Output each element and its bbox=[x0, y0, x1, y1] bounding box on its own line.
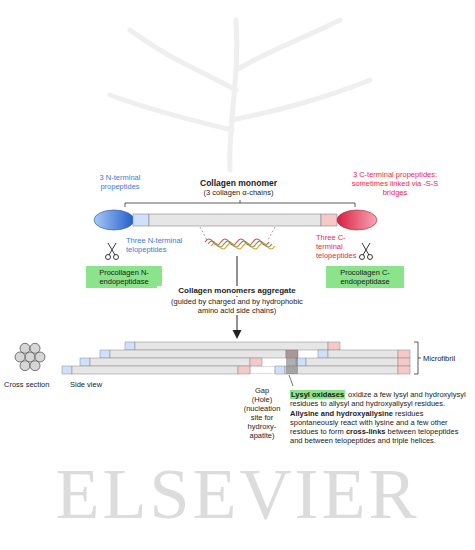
watermark-branch bbox=[236, 20, 340, 70]
watermark-branch bbox=[230, 20, 237, 170]
scissors-blade bbox=[362, 243, 370, 255]
rod-c-end bbox=[398, 358, 410, 366]
n-telopeptide bbox=[133, 214, 149, 226]
cross-link-region bbox=[286, 350, 298, 374]
node-title: Procollagen N-endopeptidase bbox=[89, 268, 159, 286]
annotation-label: Gap bbox=[240, 386, 284, 395]
node-title: Procollagen C-endopeptidase bbox=[329, 268, 401, 286]
scissors-ring bbox=[368, 255, 373, 260]
fibril-circle bbox=[25, 352, 35, 362]
rod-body bbox=[110, 350, 286, 358]
rod-c-end bbox=[250, 358, 262, 366]
fibril-circle bbox=[20, 361, 30, 371]
rod-body bbox=[328, 350, 398, 358]
fibril-circle bbox=[35, 352, 45, 362]
annotation-label: Collagen monomers aggregate bbox=[157, 286, 317, 296]
rod-body bbox=[72, 366, 238, 374]
node-title: Lysyl oxidases bbox=[291, 390, 344, 399]
watermark-text: ELSEVIER bbox=[0, 458, 475, 530]
microfibril-rods bbox=[62, 342, 410, 374]
rod-c-end bbox=[328, 342, 340, 350]
enzyme-box: Procollagen N-endopeptidase bbox=[86, 266, 162, 288]
alpha-chain bbox=[211, 243, 275, 249]
annotation-label: (nucleation site for hydroxy-apatite) bbox=[240, 404, 284, 440]
zoom-lines bbox=[200, 227, 275, 240]
gap-hole bbox=[251, 367, 275, 374]
n-propeptide bbox=[94, 210, 134, 230]
fibril-circle bbox=[20, 343, 30, 353]
watermark-ornament bbox=[110, 20, 370, 170]
rod-n-end bbox=[275, 366, 285, 374]
c-propeptide bbox=[337, 210, 377, 230]
enzyme-highlight: Lysyl oxidases bbox=[290, 390, 345, 399]
scissors-ring bbox=[360, 255, 365, 260]
annotation-label: 3 C-terminal propeptides; sometimes link… bbox=[343, 170, 447, 197]
rod-n-end bbox=[318, 350, 328, 358]
rod-n-end bbox=[80, 358, 90, 366]
annotation-paragraph: Allysine and hydroxyallysine residues sp… bbox=[290, 409, 468, 445]
leader-line bbox=[289, 375, 293, 386]
watermark-branch bbox=[110, 95, 232, 130]
rod-n-end bbox=[62, 366, 72, 374]
microfibril-bracket bbox=[414, 342, 421, 374]
fibril-circle bbox=[15, 352, 25, 362]
scissors-ring bbox=[106, 255, 111, 260]
watermark-branch bbox=[232, 80, 370, 120]
rod-body bbox=[285, 366, 398, 374]
rod-n-end bbox=[100, 350, 110, 358]
rod-body bbox=[135, 342, 328, 350]
annotation-label: (Hole) bbox=[240, 395, 284, 404]
rod-c-end bbox=[398, 350, 410, 358]
enzyme-box: Procollagen C-endopeptidase bbox=[326, 266, 404, 288]
annotation-label: (guided by charged and by hydrophobic am… bbox=[162, 297, 312, 315]
rod-body bbox=[306, 358, 398, 366]
watermark-branch bbox=[130, 30, 236, 90]
node-subtitle: (3 collagen α-chains) bbox=[150, 188, 327, 197]
emphasis-text: cross-links bbox=[346, 427, 386, 436]
emphasis-text: Allysine and hydroxyallysine bbox=[290, 409, 393, 418]
annotation-label: Three C-terminal telopeptides bbox=[316, 233, 360, 260]
annotation-label: Cross section bbox=[4, 380, 66, 389]
scissors-blade bbox=[108, 243, 116, 255]
arrow-head bbox=[233, 330, 242, 339]
rod-body bbox=[90, 358, 250, 366]
triple-helix-rod bbox=[149, 214, 321, 226]
fibril-circle bbox=[30, 361, 40, 371]
c-telopeptide bbox=[321, 214, 337, 226]
scissors-symbol bbox=[360, 243, 373, 260]
scissors-symbol bbox=[106, 243, 119, 260]
annotation-label: 3 N-terminal propeptides bbox=[86, 173, 154, 191]
rod-c-end bbox=[398, 366, 410, 374]
annotation-label: Side view bbox=[70, 380, 120, 389]
rod-c-end bbox=[238, 366, 250, 374]
annotation-label: Three N-terminal telopeptides bbox=[126, 236, 190, 254]
fibril-circle bbox=[30, 343, 40, 353]
molecule-node: Collagen monomer(3 collagen α-chains) bbox=[150, 178, 327, 197]
scissors-ring bbox=[114, 255, 119, 260]
monomer-bracket bbox=[125, 200, 355, 207]
annotation-label: Microfibril bbox=[423, 354, 471, 363]
cross-section bbox=[15, 343, 45, 370]
annotation-paragraph: oxidize a few lysyl and hydroxylysyl res… bbox=[290, 390, 468, 408]
node-title: Collagen monomer bbox=[150, 178, 327, 188]
rod-n-end bbox=[125, 342, 135, 350]
